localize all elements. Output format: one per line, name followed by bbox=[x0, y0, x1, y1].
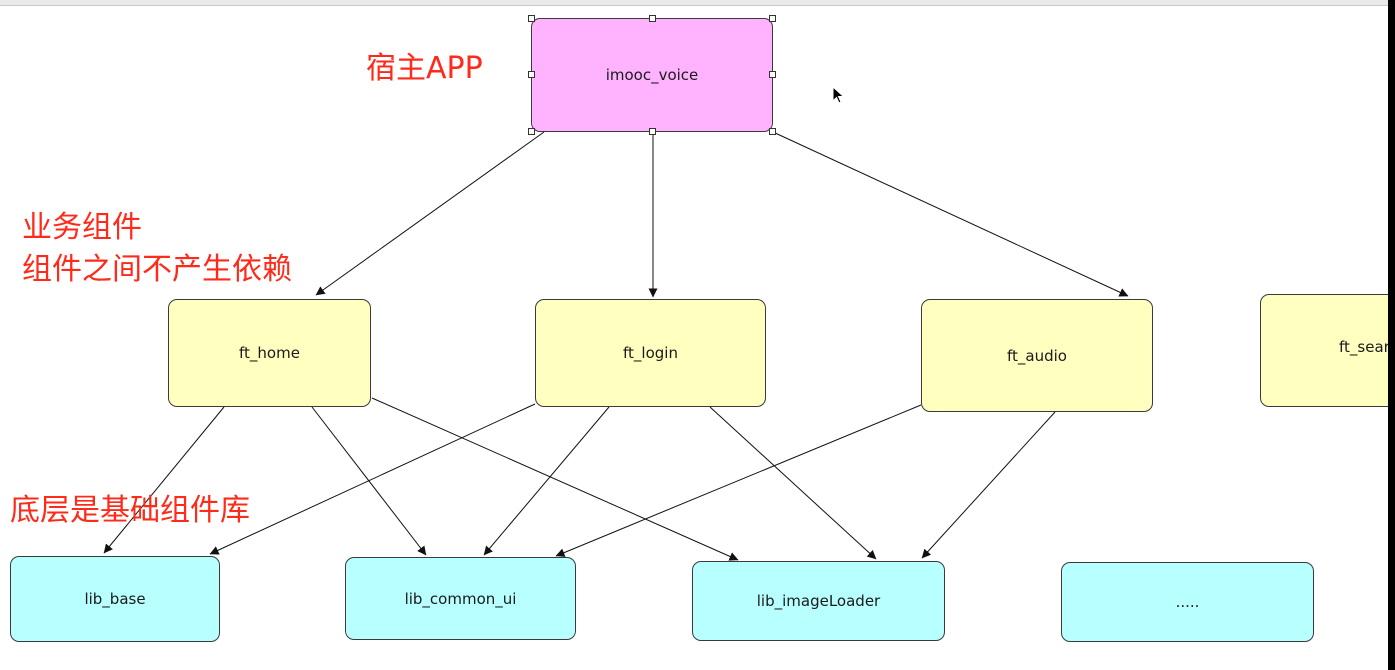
annotation-base-libs: 底层是基础组件库 bbox=[10, 493, 250, 528]
edge-imooc_voice-to-ft_audio[interactable] bbox=[772, 131, 1129, 297]
resize-handle-mr[interactable] bbox=[769, 71, 776, 78]
library-node-more[interactable]: ..... bbox=[1061, 562, 1314, 642]
annotation-host-app: 宿主APP bbox=[366, 51, 483, 86]
feature-node-ft-sear[interactable]: ft_sear bbox=[1260, 294, 1395, 407]
mouse-pointer-icon bbox=[832, 86, 845, 104]
host-app-node[interactable]: imooc_voice bbox=[531, 18, 773, 132]
edge-imooc_voice-to-ft_home[interactable] bbox=[315, 131, 545, 296]
top-ruler bbox=[0, 0, 1395, 6]
edge-ft_home-to-lib_base[interactable] bbox=[103, 406, 225, 554]
edge-ft_audio-to-lib_common_ui[interactable] bbox=[555, 404, 922, 557]
resize-handle-tr[interactable] bbox=[769, 15, 776, 22]
library-node-lib-base[interactable]: lib_base bbox=[10, 556, 220, 642]
feature-node-ft-login[interactable]: ft_login bbox=[535, 299, 766, 407]
library-node-lib-common-ui[interactable]: lib_common_ui bbox=[345, 557, 576, 640]
edge-ft_audio-to-lib_imageLoader[interactable] bbox=[921, 411, 1056, 559]
library-node-label: lib_imageLoader bbox=[756, 592, 881, 610]
resize-handle-bl[interactable] bbox=[528, 128, 535, 135]
edge-ft_home-to-lib_imageLoader[interactable] bbox=[371, 397, 739, 561]
feature-node-label: ft_sear bbox=[1339, 338, 1390, 356]
feature-node-label: ft_home bbox=[239, 344, 300, 362]
feature-node-label: ft_login bbox=[623, 344, 678, 362]
edge-ft_login-to-lib_common_ui[interactable] bbox=[483, 406, 610, 556]
resize-handle-ml[interactable] bbox=[528, 71, 535, 78]
annotation-business-line2: 组件之间不产生依赖 bbox=[22, 252, 292, 287]
resize-handle-br[interactable] bbox=[769, 128, 776, 135]
resize-handle-tm[interactable] bbox=[649, 15, 656, 22]
annotation-business-line1: 业务组件 bbox=[22, 210, 142, 245]
feature-node-ft-audio[interactable]: ft_audio bbox=[921, 299, 1153, 412]
library-node-lib-imageloader[interactable]: lib_imageLoader bbox=[692, 561, 945, 641]
window-edge bbox=[1388, 0, 1395, 670]
library-node-label: lib_base bbox=[84, 590, 146, 608]
edge-ft_login-to-lib_imageLoader[interactable] bbox=[709, 406, 877, 560]
resize-handle-bm[interactable] bbox=[649, 128, 656, 135]
feature-node-ft-home[interactable]: ft_home bbox=[168, 299, 371, 407]
host-app-label: imooc_voice bbox=[605, 66, 699, 84]
feature-node-label: ft_audio bbox=[1007, 346, 1067, 365]
library-node-label: ..... bbox=[1175, 593, 1200, 611]
edge-ft_login-to-lib_base[interactable] bbox=[209, 403, 536, 555]
library-node-label: lib_common_ui bbox=[404, 589, 517, 608]
resize-handle-tl[interactable] bbox=[528, 15, 535, 22]
